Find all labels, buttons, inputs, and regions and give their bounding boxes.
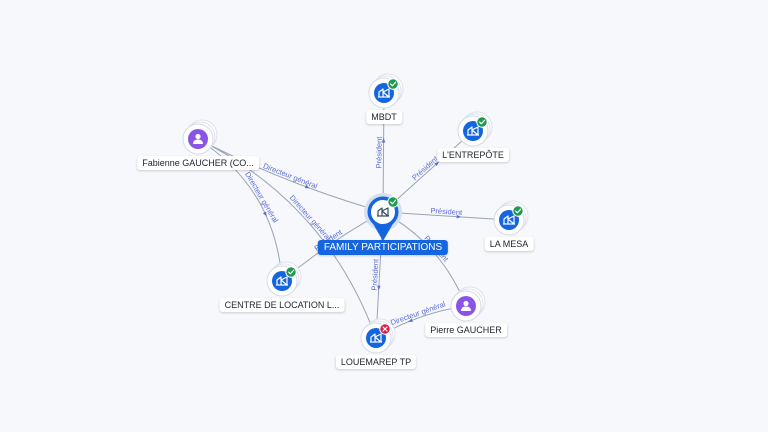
check-badge-icon	[387, 196, 399, 208]
nodes-layer	[182, 73, 529, 354]
node-label-mbdt[interactable]: MBDT	[366, 110, 402, 124]
person-icon	[193, 133, 203, 144]
node-label-pierre[interactable]: Pierre GAUCHER	[425, 323, 507, 337]
node-family[interactable]	[364, 193, 402, 241]
edge-arrow-e3	[456, 214, 462, 219]
edge-arrow-e2	[434, 161, 439, 166]
check-badge-icon	[387, 78, 399, 90]
edge-label-e2: Président	[410, 154, 440, 182]
building-icon	[467, 126, 479, 136]
node-mbdt[interactable]	[368, 73, 404, 109]
edge-e4	[197, 138, 384, 213]
building-icon	[370, 333, 382, 343]
check-badge-icon	[285, 266, 297, 278]
node-louemarep[interactable]	[360, 318, 396, 354]
node-label-fabienne[interactable]: Fabienne GAUCHER (CO...	[137, 156, 259, 170]
building-icon	[378, 88, 390, 98]
node-label-family[interactable]: FAMILY PARTICIPATIONS	[317, 240, 449, 255]
check-badge-icon	[476, 116, 488, 128]
building-icon	[276, 276, 288, 286]
edge-arrow-e10	[408, 318, 413, 322]
node-label-centre[interactable]: CENTRE DE LOCATION L...	[219, 298, 345, 312]
edge-arrow-e8	[377, 285, 381, 291]
node-fabienne[interactable]	[182, 119, 218, 155]
edge-arrow-e1	[381, 138, 386, 143]
edge-label-e1: Président	[374, 136, 383, 169]
building-icon	[503, 215, 515, 225]
check-badge-icon	[512, 205, 524, 217]
edge-label-e8: Président	[370, 258, 381, 291]
closed-badge-icon	[379, 323, 391, 335]
edge-e5	[197, 138, 283, 282]
edge-arrow-e5	[262, 211, 267, 217]
node-label-lamesa[interactable]: LA MESA	[484, 237, 534, 251]
node-label-entrepote[interactable]: L'ENTREPÔTE	[437, 148, 509, 162]
node-pierre[interactable]	[450, 286, 486, 322]
edge-arrow-e4	[304, 184, 310, 189]
node-centre[interactable]	[266, 261, 302, 297]
person-icon	[461, 300, 471, 311]
edge-label-e3: Président	[430, 206, 463, 217]
node-entrepote[interactable]	[457, 111, 493, 147]
building-icon	[377, 207, 389, 217]
edge-label-e4: Directeur général	[262, 161, 319, 191]
node-label-louemarep[interactable]: LOUEMAREP TP	[335, 355, 417, 369]
node-lamesa[interactable]	[493, 200, 529, 236]
